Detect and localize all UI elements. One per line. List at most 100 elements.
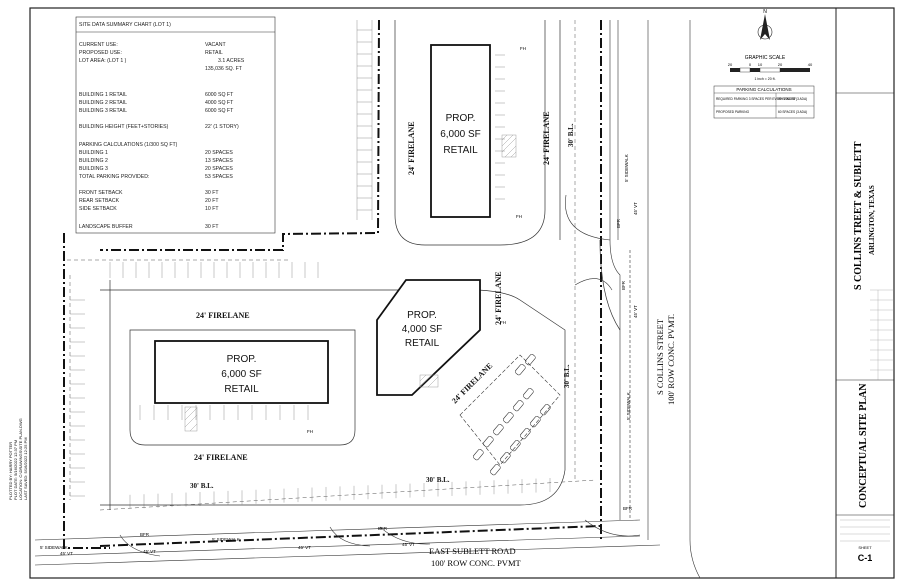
firelane-label-5: 24' FIRELANE: [494, 271, 503, 325]
parked-car: [510, 439, 521, 452]
bfr-label-3: BFR: [140, 532, 150, 537]
summary-row-label: FRONT SETBACK: [79, 190, 123, 196]
summary-row-value: 20 FT: [205, 198, 219, 204]
summary-row-label: BUILDING 3 RETAIL: [79, 108, 127, 114]
summary-row-label: REAR SETBACK: [79, 198, 120, 204]
summary-row-label: PARKING CALCULATIONS (1/300 SQ FT): [79, 142, 178, 148]
summary-row-value: 6000 SQ FT: [205, 92, 234, 98]
street-name-collins: S COLLINS STREET: [655, 318, 665, 395]
parked-car: [503, 411, 514, 424]
graphic-scale-title: GRAPHIC SCALE: [745, 55, 786, 61]
vt-label-4: 45' VT: [143, 549, 156, 554]
sidewalk-label-3: 5' SIDEWALK: [212, 537, 240, 542]
summary-row-label: TOTAL PARKING PROVIDED:: [79, 174, 149, 180]
building-3: PROP. 6,000 SF RETAIL: [154, 340, 329, 404]
plot-info-2: PLOT DATE: 5/16/2022 12:37 PM: [13, 440, 18, 500]
sidewalk-label-1: 5' SIDEWALK: [624, 154, 629, 182]
parked-car: [513, 399, 524, 412]
parking-required-label: REQUIRED PARKING 3 SPACES PER EVERY 1000…: [716, 97, 796, 101]
drive-aisles: [100, 20, 621, 510]
summary-row-label: BUILDING 1 RETAIL: [79, 92, 127, 98]
graphic-scale-note: 1 inch = 20 ft.: [754, 77, 775, 81]
plot-info-3: LOCATION: C:\DRAWINGS\SITE PLAN.DWG: [18, 418, 23, 500]
summary-row-value: 4000 SQ FT: [205, 100, 234, 106]
building-2: PROP. 4,000 SF RETAIL: [376, 279, 481, 396]
parked-car: [530, 415, 541, 428]
fh-label-2: FH: [516, 214, 522, 219]
building-1-line1: PROP.: [446, 113, 476, 124]
parking-proposed-value: 60 SPACES (3 ADA): [778, 110, 807, 114]
bfr-label-5: BFR: [623, 506, 633, 511]
summary-row-value: 53 SPACES: [205, 174, 233, 180]
vt-label-3: 45' VT: [60, 551, 73, 556]
title-block: S COLLINS TREET & SUBLETT ARLINGTON, TEX…: [836, 92, 894, 563]
project-name: S COLLINS TREET & SUBLETT: [853, 141, 864, 290]
parked-car: [520, 427, 531, 440]
parked-car: [493, 423, 504, 436]
firelane-label-4: 24' FIRELANE: [194, 453, 248, 462]
summary-row-label: BUILDING 2: [79, 158, 108, 164]
street-collins-row: 100' ROW CONC. PVMT.: [666, 314, 676, 405]
scale-tick-label: 10: [758, 62, 763, 67]
sheet-border: [29, 7, 895, 579]
summary-row-value: 20 SPACES: [205, 166, 233, 172]
summary-title: SITE DATA SUMMARY CHART (LOT 1): [79, 22, 171, 28]
summary-row-value: RETAIL: [205, 50, 223, 56]
summary-row-label: CURRENT USE:: [79, 42, 118, 48]
setback-line: [67, 20, 597, 511]
bl-label-4: 30' B.L.: [426, 476, 450, 484]
parking-required-value: 60 SPACES (3 ADA): [778, 97, 807, 101]
parked-car: [540, 403, 551, 416]
scale-tick-label: 20: [728, 62, 733, 67]
parking-table-title: PARKING CALCULATIONS: [736, 87, 791, 92]
vt-label-5: 45' VT: [298, 545, 311, 550]
parked-car: [525, 353, 536, 366]
fh-label-4: FH: [307, 429, 313, 434]
scale-tick-label: 0: [749, 62, 752, 67]
firelane-label-6: 24' FIRELANE: [450, 361, 494, 405]
summary-row-label: LANDSCAPE BUFFER: [79, 224, 133, 230]
s-collins-street: [565, 20, 701, 579]
parking-proposed-label: PROPOSED PARKING: [716, 110, 750, 114]
summary-row-label: BUILDING 2 RETAIL: [79, 100, 127, 106]
building-2-line1: PROP.: [407, 310, 437, 321]
street-name-sublett: EAST SUBLETT ROAD: [429, 546, 516, 556]
building-2-line2: 4,000 SF: [402, 324, 443, 335]
summary-row-label: SIDE SETBACK: [79, 206, 117, 212]
bl-label-3: 30' B.L.: [190, 482, 214, 490]
ada-stalls: [184, 134, 517, 432]
fh-label-3: FH: [500, 320, 506, 325]
summary-row-value: 135,036 SQ. FT: [205, 66, 243, 72]
parked-car: [473, 448, 484, 461]
summary-row-value: 10 FT: [205, 206, 219, 212]
summary-row-value: 20 SPACES: [205, 150, 233, 156]
svg-text:N: N: [763, 9, 767, 15]
summary-row-label: BUILDING 1: [79, 150, 108, 156]
summary-row-value: 13 SPACES: [205, 158, 233, 164]
sheet-number: C-1: [858, 553, 873, 563]
small-labels: 5' SIDEWALK 5' SIDEWALK 5' SIDEWALK 5' S…: [40, 46, 638, 556]
sheet-label: SHEET: [858, 545, 872, 550]
parking-calculations-table: PARKING CALCULATIONS REQUIRED PARKING 3 …: [713, 85, 815, 119]
plot-info-1: PLOTTED BY: HARRY POTTER: [8, 442, 13, 500]
building-3-line2: 6,000 SF: [221, 369, 262, 380]
bfr-label-2: BFR: [621, 280, 626, 290]
building-1-line3: RETAIL: [443, 145, 478, 156]
street-sublett-row: 100' ROW CONC. PVMT: [431, 558, 521, 568]
summary-row-value: 30 FT: [205, 190, 219, 196]
parking-stalls: [70, 20, 551, 509]
summary-row-label: BUILDING 3: [79, 166, 108, 172]
sheet-title: CONCEPTUAL SITE PLAN: [858, 383, 869, 508]
building-1: PROP. 6,000 SF RETAIL: [430, 44, 491, 218]
angled-parking: [459, 353, 561, 476]
summary-row-value: 22' (1 STORY): [205, 124, 239, 130]
plot-info-4: LAST SAVED: 5/16/2022 12:25 PM: [23, 437, 28, 500]
north-arrow-icon: N: [757, 9, 773, 40]
summary-row-label: LOT AREA: (LOT 1 ): [79, 58, 127, 64]
summary-row-label: PROPOSED USE:: [79, 50, 122, 56]
sidewalk-label-4: 5' SIDEWALK: [40, 545, 68, 550]
sidewalk-label-2: 5' SIDEWALK: [626, 392, 631, 420]
